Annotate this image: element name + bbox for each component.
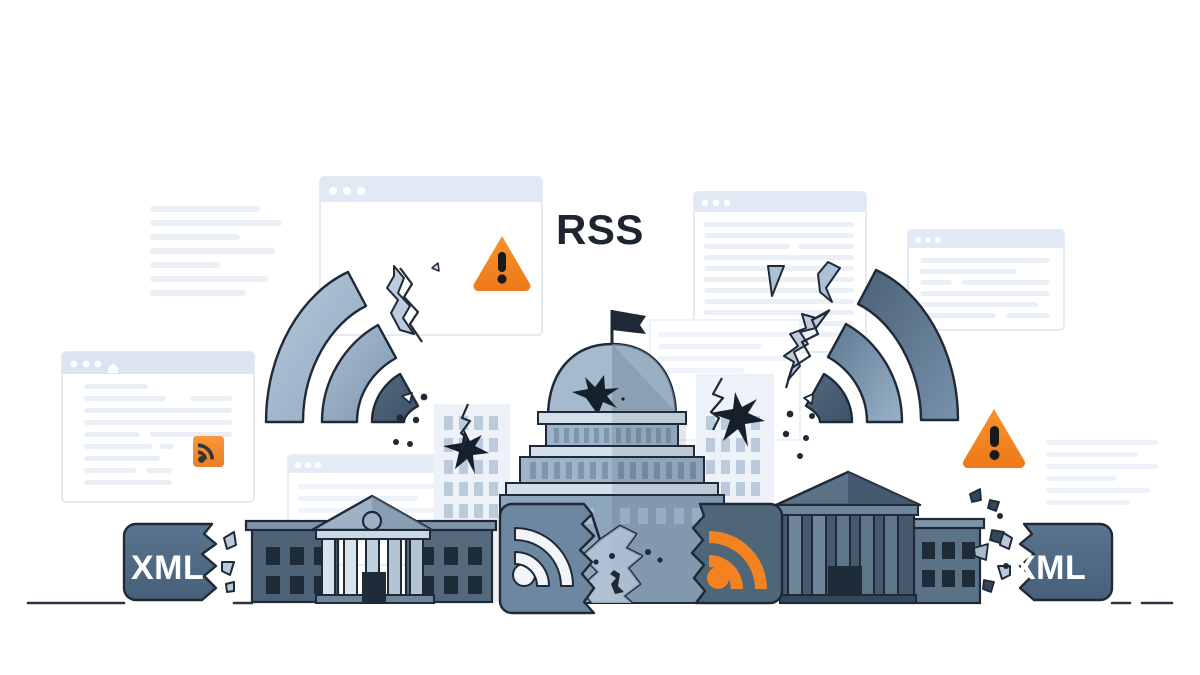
window-dot-icon <box>295 462 301 468</box>
window-dot-icon <box>343 187 351 195</box>
window-dot-icon <box>925 237 931 243</box>
wave-right-group <box>767 261 960 459</box>
wave-left-arc-3 <box>370 372 420 424</box>
xml-left-debris <box>221 531 237 593</box>
capitol-base-crack <box>578 514 663 604</box>
building-right-windows <box>922 542 975 587</box>
crack-line-left-skyscraper <box>459 403 472 450</box>
capitol-dome-crack-hole <box>572 375 619 415</box>
window-dot-icon <box>915 237 921 243</box>
window-dot-icon <box>329 187 337 195</box>
browser-window-mid-left[interactable] <box>61 351 255 503</box>
window-dot-icon <box>701 199 709 207</box>
wave-left-debris <box>393 262 440 447</box>
exclamation-bar <box>990 426 999 447</box>
browser-window-top-left <box>142 196 290 314</box>
browser-window-far-right[interactable] <box>907 229 1065 331</box>
exclamation-bar <box>498 252 506 272</box>
rss-panel-orange[interactable] <box>690 502 784 605</box>
wave-right-arc-1 <box>856 268 960 422</box>
rss-badge-small-orange[interactable] <box>193 436 224 467</box>
building-left-oculus <box>361 510 383 532</box>
capitol-flag <box>612 310 646 334</box>
wave-left-group <box>264 262 440 447</box>
crack-hole-left-skyscraper <box>443 429 489 474</box>
capitol-right-shadow <box>612 344 724 603</box>
wave-right-debris <box>782 393 815 459</box>
crack-line-right-skyscraper <box>709 377 725 431</box>
rss-arc-outer-icon <box>514 527 574 587</box>
exclamation-dot <box>989 450 1000 460</box>
classical-building-left <box>244 494 498 604</box>
window-dot-icon <box>94 360 102 368</box>
exclamation-dot <box>497 274 507 284</box>
xml-tag-left[interactable] <box>122 522 237 602</box>
building-right-debris <box>969 488 1009 593</box>
classical-building-right <box>774 470 986 605</box>
wave-left-crack-shard <box>386 265 415 335</box>
window-dot-icon <box>723 199 731 207</box>
window-home-icon <box>108 363 118 373</box>
window-dot-icon <box>305 462 311 468</box>
wave-right-crack-shard <box>783 311 829 381</box>
window-dot-icon <box>935 237 941 243</box>
rss-panel-white[interactable] <box>498 502 596 615</box>
crack-hole-right-skyscraper <box>710 392 765 447</box>
rss-arc-inner-icon <box>709 555 743 589</box>
capitol-dome-shadow <box>612 344 676 418</box>
window-dot-icon <box>70 360 78 368</box>
window-dot-icon <box>357 187 365 195</box>
rss-arc-outer-icon <box>709 531 767 589</box>
wave-right-crack-line <box>784 309 831 389</box>
window-dot-icon <box>82 360 90 368</box>
wave-right-shard-triangle <box>767 265 785 297</box>
page-title: RSS <box>556 206 644 253</box>
building-left-door <box>362 572 386 603</box>
warning-triangle-left <box>473 236 531 291</box>
warning-triangle-right <box>963 409 1025 468</box>
browser-window-right-lower <box>1040 430 1168 522</box>
capitol-tier2 <box>519 456 705 484</box>
wave-left-arc-1 <box>264 270 368 424</box>
wave-right-shard-sliver <box>817 261 841 303</box>
rss-dot-icon <box>707 567 729 589</box>
xml-tag-right-label: XML <box>1013 549 1087 587</box>
wave-right-arc-3 <box>804 372 854 424</box>
window-dot-icon <box>315 462 321 468</box>
rss-arc-inner-icon <box>514 551 550 587</box>
wave-right-arc-2 <box>826 322 904 424</box>
xml-tag-right[interactable] <box>997 522 1114 602</box>
wave-left-crack-line <box>399 267 423 343</box>
window-dot-icon <box>712 199 720 207</box>
wave-left-arc-2 <box>320 323 398 424</box>
xml-tag-left-label: XML <box>131 549 205 587</box>
